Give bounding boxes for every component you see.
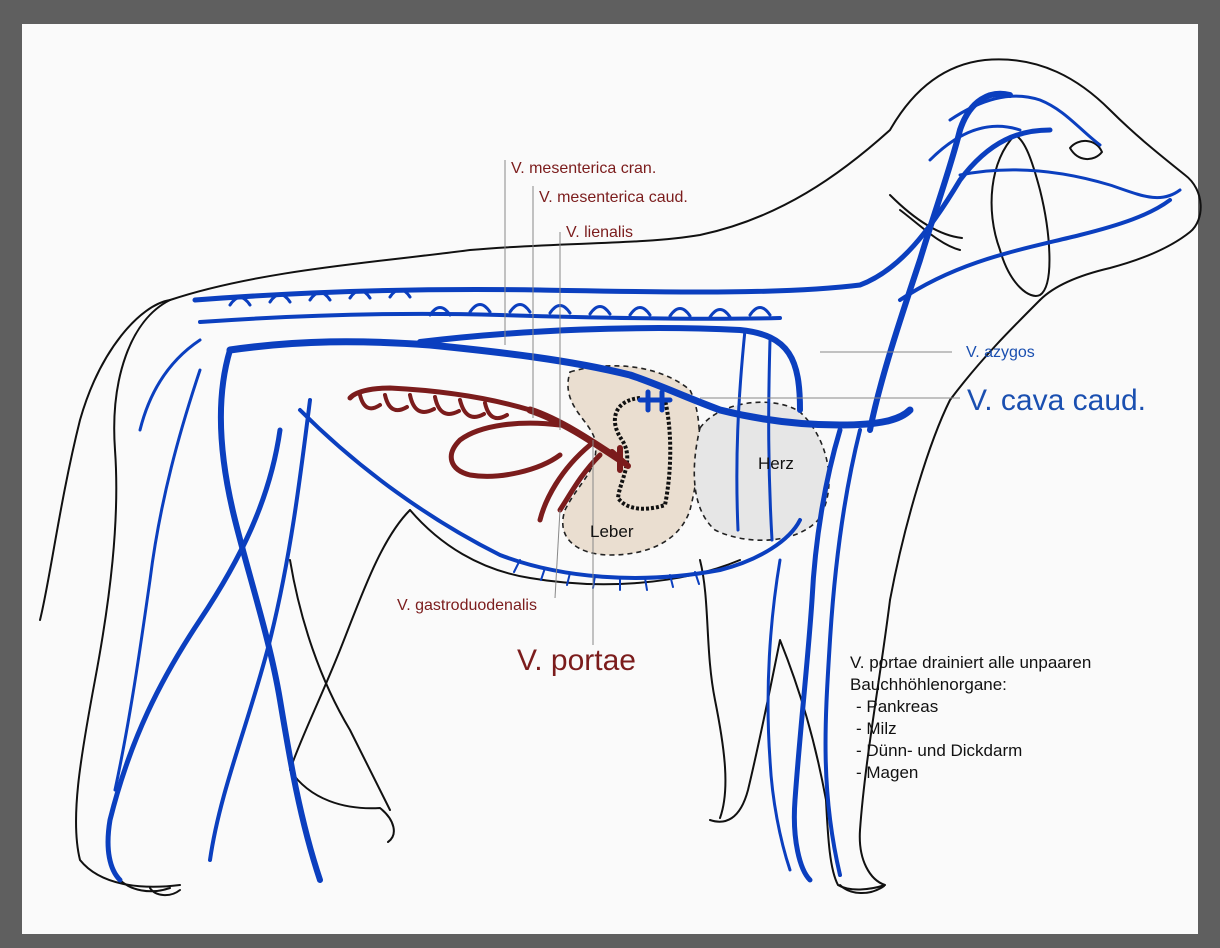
label-lienalis: V. lienalis bbox=[566, 225, 633, 241]
note-item: - Pankreas bbox=[850, 696, 1091, 718]
thigh bbox=[290, 560, 390, 810]
note-line-2: Bauchhöhlenorgane: bbox=[850, 674, 1091, 696]
back-outline bbox=[170, 59, 1201, 300]
ear bbox=[992, 135, 1050, 296]
tail-vein bbox=[140, 340, 200, 430]
dorsal-vein bbox=[195, 130, 1050, 300]
label-leber: Leber bbox=[590, 523, 633, 540]
hind-paw bbox=[120, 880, 180, 895]
label-portae: V. portae bbox=[517, 646, 636, 676]
note-item: - Magen bbox=[850, 762, 1091, 784]
label-herz: Herz bbox=[758, 455, 794, 472]
label-gastroduodenalis: V. gastroduodenalis bbox=[397, 598, 537, 614]
front-leg-vein-3 bbox=[768, 560, 790, 870]
label-mesenterica-cran: V. mesenterica cran. bbox=[511, 161, 656, 177]
head-vein-2 bbox=[930, 126, 1020, 160]
note-box: V. portae drainiert alle unpaaren Bauchh… bbox=[850, 652, 1091, 784]
leader-gastro bbox=[555, 510, 560, 598]
jugular-vein bbox=[870, 94, 1010, 430]
note-item: - Dünn- und Dickdarm bbox=[850, 740, 1091, 762]
note-item: - Milz bbox=[850, 718, 1091, 740]
label-cava-caudalis: V. cava caud. bbox=[967, 386, 1146, 416]
hind-leg-vein-2 bbox=[108, 430, 280, 880]
label-azygos: V. azygos bbox=[966, 345, 1035, 361]
note-line-1: V. portae drainiert alle unpaaren bbox=[850, 652, 1091, 674]
label-mesenterica-caud: V. mesenterica caud. bbox=[539, 190, 688, 206]
mesenteric-branch-2 bbox=[451, 423, 560, 476]
foreleg-back bbox=[700, 560, 725, 818]
hind-leg-inner bbox=[290, 510, 410, 842]
hind-leg-vein-4 bbox=[115, 370, 200, 790]
dorsal-vein-2 bbox=[200, 314, 780, 322]
